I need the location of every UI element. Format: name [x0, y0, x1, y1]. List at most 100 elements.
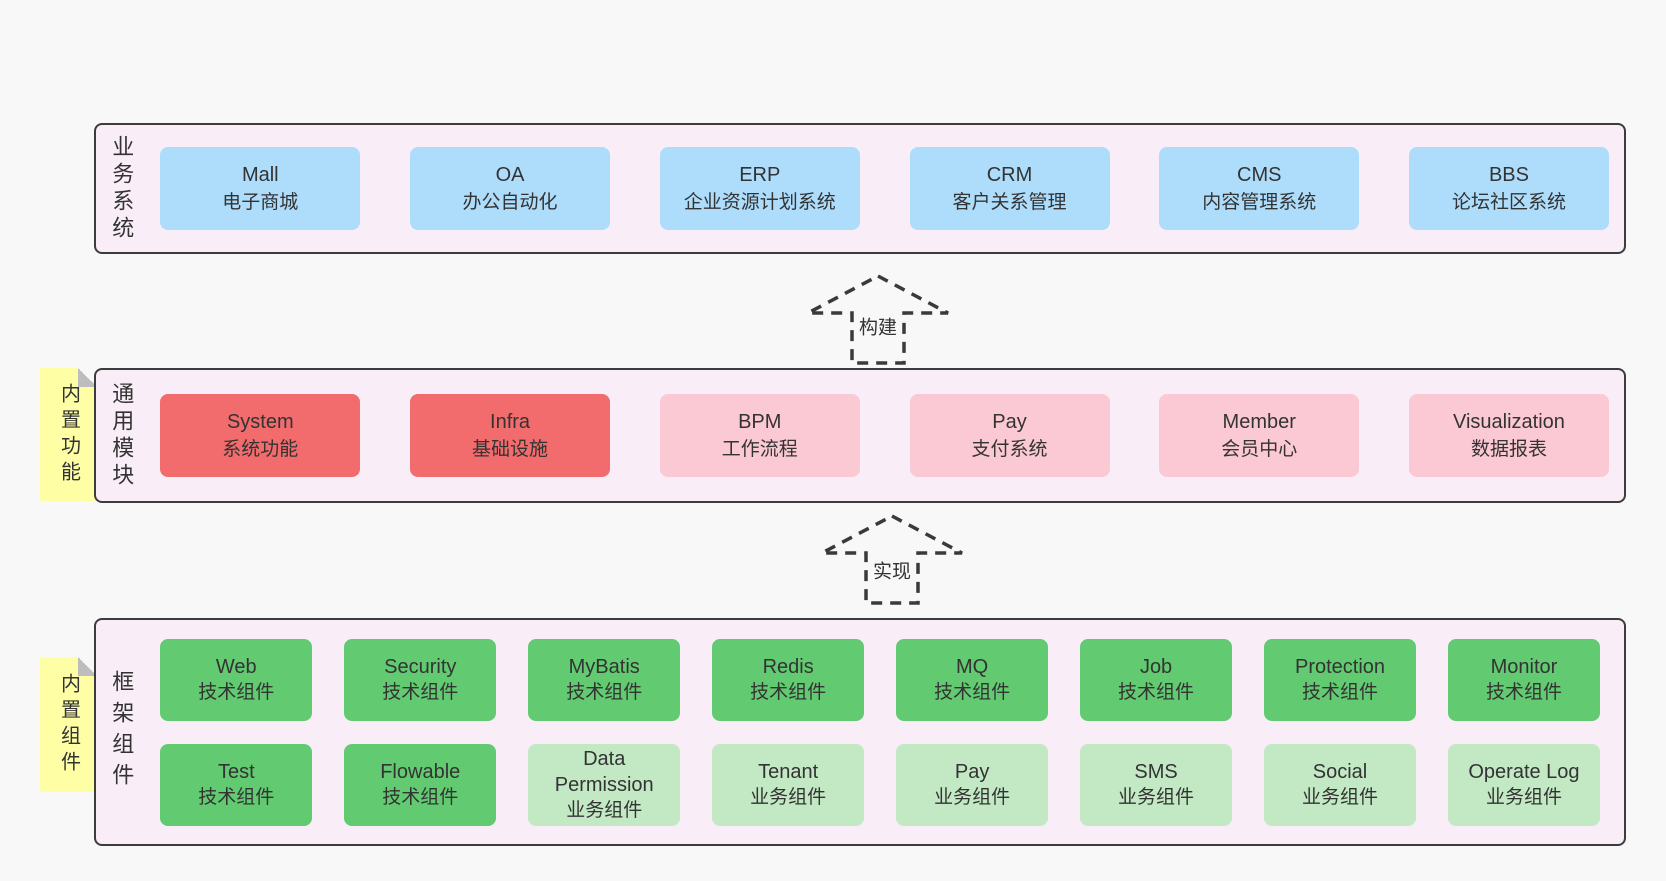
box-desc: 技术组件: [1485, 681, 1562, 703]
box-desc: 客户关系管理: [952, 191, 1067, 213]
layer-title: 通用模块: [109, 381, 135, 490]
box-name: Social: [1312, 760, 1368, 783]
framework-components-rows: Web 技术组件 Security 技术组件 MyBatis 技术组件 Redi…: [134, 620, 1624, 844]
box-oa: OA 办公自动化: [410, 147, 611, 230]
arrow-label: 实现: [869, 555, 915, 585]
box-name: BPM: [738, 410, 782, 433]
box-desc: 业务组件: [1302, 786, 1379, 808]
box-name: Test: [217, 760, 255, 783]
box-name: Mall: [241, 163, 279, 186]
box-desc: 技术组件: [382, 786, 459, 808]
layer-business-systems: 业务系统 Mall 电子商城 OA 办公自动化 ERP 企业资源计划系统 CRM…: [94, 123, 1626, 254]
box-mall: Mall 电子商城: [160, 147, 361, 230]
box-tenant: Tenant 业务组件: [712, 743, 865, 826]
layer-framework-components: 框架组件 Web 技术组件 Security 技术组件 MyBatis 技术组件…: [94, 618, 1626, 846]
sticky-note-label: 内置组件: [57, 672, 80, 777]
arrow-implement: 实现: [812, 512, 972, 607]
box-desc: 技术组件: [750, 681, 827, 703]
box-name: ERP: [739, 163, 781, 186]
box-name: Job: [1139, 655, 1173, 678]
box-test: Test 技术组件: [160, 743, 313, 826]
sticky-note-builtin-components: 内置组件: [40, 657, 97, 792]
box-desc: 论坛社区系统: [1451, 191, 1566, 213]
box-bbs: BBS 论坛社区系统: [1408, 147, 1609, 230]
box-desc: 业务组件: [750, 786, 827, 808]
box-mybatis: MyBatis 技术组件: [528, 638, 681, 721]
box-desc: 工作流程: [721, 438, 798, 460]
box-mq: MQ 技术组件: [896, 638, 1049, 721]
box-desc: 技术组件: [198, 681, 275, 703]
box-desc: 业务组件: [934, 786, 1011, 808]
box-desc: 企业资源计划系统: [683, 191, 836, 213]
box-desc: 技术组件: [934, 681, 1011, 703]
box-crm: CRM 客户关系管理: [909, 147, 1110, 230]
box-monitor: Monitor 技术组件: [1447, 638, 1600, 721]
box-name: OA: [495, 163, 525, 186]
box-name: Flowable: [380, 760, 461, 783]
box-desc: 技术组件: [198, 786, 275, 808]
common-modules-box-row: System 系统功能 Infra 基础设施 BPM 工作流程 Pay 支付系统…: [134, 370, 1624, 501]
box-desc: 业务组件: [1118, 786, 1195, 808]
box-name: Visualization: [1453, 410, 1565, 433]
up-arrow-icon: [821, 514, 963, 605]
box-desc: 电子商城: [222, 191, 299, 213]
box-desc: 系统功能: [222, 438, 299, 460]
box-flowable: Flowable 技术组件: [344, 743, 497, 826]
box-name: Security: [384, 655, 457, 678]
sticky-note-builtin-features: 内置功能: [40, 368, 97, 501]
box-name: Monitor: [1490, 655, 1558, 678]
box-name: MQ: [956, 655, 989, 678]
box-operate-log: Operate Log 业务组件: [1447, 743, 1600, 826]
box-erp: ERP 企业资源计划系统: [659, 147, 860, 230]
box-name: SMS: [1134, 760, 1178, 783]
arrow-build: 构建: [798, 272, 958, 367]
sticky-note-label: 内置功能: [57, 382, 80, 487]
box-name: Web: [215, 655, 257, 678]
business-components-row: Test 技术组件 Flowable 技术组件 Data Permission …: [160, 743, 1600, 826]
box-member: Member 会员中心: [1159, 394, 1360, 477]
box-desc: 业务组件: [1485, 786, 1562, 808]
box-desc: 技术组件: [382, 681, 459, 703]
box-protection: Protection 技术组件: [1264, 638, 1417, 721]
box-security: Security 技术组件: [344, 638, 497, 721]
box-web: Web 技术组件: [160, 638, 313, 721]
box-social: Social 业务组件: [1264, 743, 1417, 826]
box-system: System 系统功能: [160, 394, 361, 477]
box-pay-module: Pay 支付系统: [909, 394, 1110, 477]
box-name: CRM: [986, 163, 1033, 186]
technical-components-row: Web 技术组件 Security 技术组件 MyBatis 技术组件 Redi…: [160, 638, 1600, 721]
box-name: Pay: [954, 760, 990, 783]
box-name: Operate Log: [1468, 760, 1580, 783]
box-redis: Redis 技术组件: [712, 638, 865, 721]
box-name: Protection: [1294, 655, 1386, 678]
box-desc: 业务组件: [566, 799, 643, 821]
box-cms: CMS 内容管理系统: [1159, 147, 1360, 230]
box-bpm: BPM 工作流程: [659, 394, 860, 477]
box-data-permission: Data Permission 业务组件: [528, 743, 681, 826]
arrow-label: 构建: [855, 311, 901, 341]
box-pay-component: Pay 业务组件: [896, 743, 1049, 826]
box-name: Data Permission: [554, 747, 654, 796]
box-name: CMS: [1237, 163, 1282, 186]
box-name: Redis: [762, 655, 814, 678]
box-desc: 技术组件: [566, 681, 643, 703]
box-visualization: Visualization 数据报表: [1408, 394, 1609, 477]
box-desc: 支付系统: [971, 438, 1048, 460]
box-infra: Infra 基础设施: [410, 394, 611, 477]
layer-common-modules: 通用模块 System 系统功能 Infra 基础设施 BPM 工作流程 Pay…: [94, 368, 1626, 503]
box-desc: 办公自动化: [462, 191, 558, 213]
business-systems-box-row: Mall 电子商城 OA 办公自动化 ERP 企业资源计划系统 CRM 客户关系…: [134, 125, 1624, 252]
layer-title: 业务系统: [109, 134, 135, 243]
box-desc: 技术组件: [1302, 681, 1379, 703]
box-desc: 技术组件: [1118, 681, 1195, 703]
box-desc: 数据报表: [1470, 438, 1547, 460]
box-job: Job 技术组件: [1080, 638, 1233, 721]
box-name: MyBatis: [568, 655, 640, 678]
box-name: Pay: [992, 410, 1027, 433]
box-desc: 基础设施: [472, 438, 549, 460]
box-desc: 内容管理系统: [1202, 191, 1317, 213]
box-name: BBS: [1488, 163, 1529, 186]
up-arrow-icon: [807, 274, 949, 365]
box-name: Member: [1222, 410, 1296, 433]
